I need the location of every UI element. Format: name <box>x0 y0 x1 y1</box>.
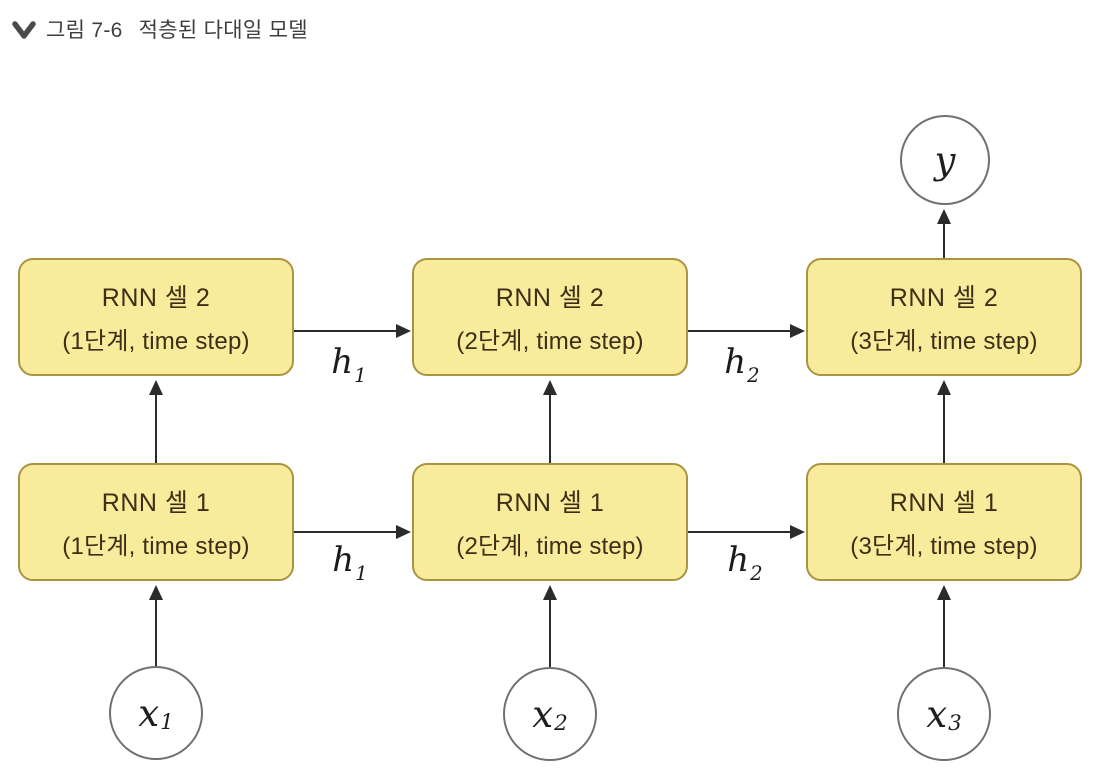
output-node-y: y <box>900 115 990 205</box>
node-title: RNN 셀 1 <box>889 489 999 517</box>
node-rnn-cell1-step1: RNN 셀 1 (1단계, time step) <box>18 463 294 581</box>
node-title: RNN 셀 1 <box>495 489 605 517</box>
node-rnn-cell2-step1: RNN 셀 2 (1단계, time step) <box>18 258 294 376</box>
node-label: x <box>138 691 160 735</box>
node-rnn-cell2-step2: RNN 셀 2 (2단계, time step) <box>412 258 688 376</box>
hidden-state-label-h2-bottom: h2 <box>727 540 763 585</box>
hidden-state-label-h1-bottom: h1 <box>332 540 368 585</box>
node-subtitle: (2단계, time step) <box>456 328 644 355</box>
node-label-subscript: 2 <box>554 711 568 737</box>
node-title: RNN 셀 1 <box>101 489 211 517</box>
node-rnn-cell1-step2: RNN 셀 1 (2단계, time step) <box>412 463 688 581</box>
node-title: RNN 셀 2 <box>889 284 999 312</box>
figure-marker-icon <box>12 20 36 40</box>
node-subtitle: (3단계, time step) <box>850 328 1038 355</box>
figure-number: 그림 7-6 <box>46 19 123 42</box>
node-subtitle: (1단계, time step) <box>62 328 250 355</box>
node-label-subscript: 1 <box>160 710 174 736</box>
node-label: x <box>532 692 554 736</box>
node-subtitle: (1단계, time step) <box>62 533 250 560</box>
node-rnn-cell2-step3: RNN 셀 2 (3단계, time step) <box>806 258 1082 376</box>
figure-caption: 그림 7-6 적층된 다대일 모델 <box>12 14 308 44</box>
hidden-state-label-h2-top: h2 <box>724 342 760 387</box>
hidden-state-label-h1-top: h1 <box>331 342 367 387</box>
node-subtitle: (3단계, time step) <box>850 533 1038 560</box>
figure-title: 적층된 다대일 모델 <box>138 19 308 42</box>
node-subtitle: (2단계, time step) <box>456 533 644 560</box>
node-title: RNN 셀 2 <box>495 284 605 312</box>
node-label: y <box>934 138 956 182</box>
node-title: RNN 셀 2 <box>101 284 211 312</box>
node-label: x <box>926 692 948 736</box>
node-label-subscript: 3 <box>948 711 962 737</box>
node-rnn-cell1-step3: RNN 셀 1 (3단계, time step) <box>806 463 1082 581</box>
